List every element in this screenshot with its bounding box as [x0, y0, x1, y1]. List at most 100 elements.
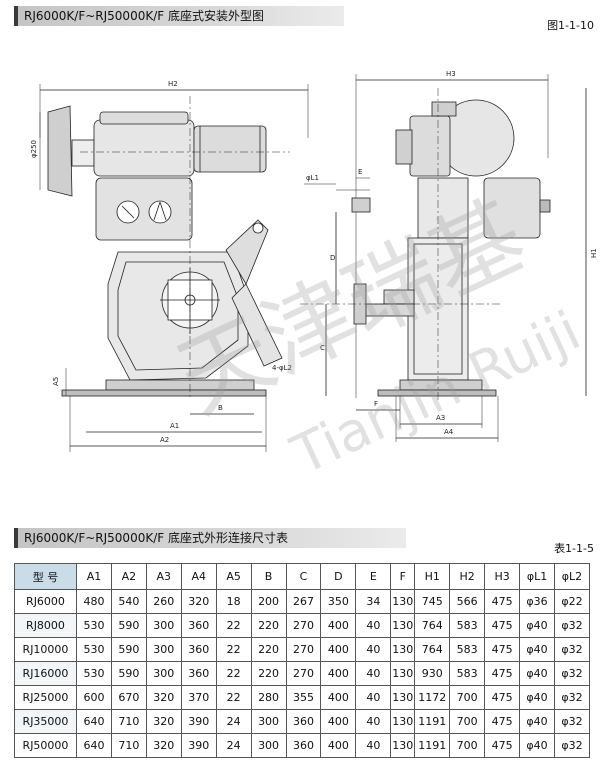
header-cell: A4	[180, 563, 217, 590]
table-cell: 590	[110, 613, 147, 638]
table-cell: 566	[449, 589, 486, 614]
label-h1: H1	[590, 248, 598, 258]
header-bar	[14, 528, 18, 548]
table-cell: 130	[390, 589, 416, 614]
table-cell: 24	[215, 709, 252, 734]
table-cell: 355	[285, 685, 322, 710]
header-cell: A1	[76, 563, 112, 590]
dimension-table: 型 号 A1 A2 A3 A4 A5 B C D E F H1 H2 H3 φL…	[14, 563, 591, 758]
table-cell: 640	[76, 709, 112, 734]
table-cell: 400	[320, 709, 357, 734]
table-cell: 1191	[414, 709, 451, 734]
table-cell: 475	[484, 733, 521, 758]
table-cell: 590	[110, 661, 147, 686]
table-cell: φ32	[553, 685, 591, 710]
label-l1: φL1	[306, 174, 319, 182]
header-cell: F	[390, 563, 416, 590]
table-cell: 670	[110, 685, 147, 710]
label-phi250: φ250	[30, 140, 38, 158]
table-cell: 300	[145, 637, 182, 662]
model-cell: RJ10000	[14, 637, 77, 662]
table-cell: 480	[76, 589, 112, 614]
table-cell: φ40	[519, 709, 555, 734]
table-cell: 475	[484, 613, 521, 638]
table-cell: 360	[180, 661, 217, 686]
table-cell: 600	[76, 685, 112, 710]
header-cell: D	[320, 563, 357, 590]
model-cell: RJ50000	[14, 733, 77, 758]
label-a3: A3	[436, 414, 445, 422]
header-cell: H1	[414, 563, 451, 590]
label-a4: A4	[444, 428, 454, 436]
table-cell: 220	[250, 637, 287, 662]
table-cell: 400	[320, 685, 357, 710]
table-cell: 40	[355, 685, 392, 710]
table-title: RJ6000K/F~RJ50000K/F 底座式外形连接尺寸表	[24, 531, 288, 545]
table-cell: 700	[449, 709, 486, 734]
table-cell: φ40	[519, 613, 555, 638]
table-cell: 22	[215, 613, 252, 638]
table-cell: 220	[250, 661, 287, 686]
table-cell: φ36	[519, 589, 555, 614]
section-header-drawing: RJ6000K/F~RJ50000K/F 底座式安装外型图	[14, 6, 344, 26]
header-cell: H3	[484, 563, 521, 590]
header-cell: B	[250, 563, 287, 590]
table-cell: 320	[145, 709, 182, 734]
table-cell: 360	[180, 613, 217, 638]
table-cell: 40	[355, 637, 392, 662]
table-cell: 130	[390, 637, 416, 662]
table-cell: 40	[355, 733, 392, 758]
table-cell: 1172	[414, 685, 451, 710]
table-cell: 300	[145, 661, 182, 686]
table-cell: 360	[180, 637, 217, 662]
table-cell: φ32	[553, 733, 591, 758]
label-f: F	[374, 400, 378, 408]
table-cell: φ32	[553, 613, 591, 638]
header-cell: 型 号	[14, 563, 77, 590]
header-cell: C	[285, 563, 322, 590]
table-cell: 320	[145, 733, 182, 758]
table-cell: 130	[390, 613, 416, 638]
table-cell: 22	[215, 685, 252, 710]
table-cell: 764	[414, 637, 451, 662]
table-cell: 475	[484, 589, 521, 614]
table-cell: 220	[250, 613, 287, 638]
model-cell: RJ25000	[14, 685, 77, 710]
label-h2: H2	[168, 80, 178, 88]
label-a1: A1	[170, 422, 179, 430]
table-cell: 320	[145, 685, 182, 710]
table-label: 表1-1-5	[554, 542, 594, 555]
label-b: B	[218, 404, 223, 412]
drawing-title: RJ6000K/F~RJ50000K/F 底座式安装外型图	[24, 9, 264, 23]
table-cell: 200	[250, 589, 287, 614]
table-cell: 1191	[414, 733, 451, 758]
label-c: C	[320, 344, 325, 352]
table-cell: 270	[285, 637, 322, 662]
table-cell: 34	[355, 589, 392, 614]
table-cell: 360	[285, 709, 322, 734]
table-cell: 300	[145, 613, 182, 638]
header-cell: H2	[449, 563, 486, 590]
table-cell: 40	[355, 661, 392, 686]
section-header-table: RJ6000K/F~RJ50000K/F 底座式外形连接尺寸表	[14, 528, 406, 548]
table-cell: 350	[320, 589, 357, 614]
label-a2: A2	[160, 436, 169, 444]
table-cell: 475	[484, 685, 521, 710]
table-cell: 400	[320, 733, 357, 758]
table-cell: 745	[414, 589, 451, 614]
table-cell: 40	[355, 613, 392, 638]
label-a5: A5	[52, 377, 60, 386]
header-cell: A5	[215, 563, 252, 590]
table-cell: 320	[180, 589, 217, 614]
table-cell: 540	[110, 589, 147, 614]
table-cell: φ32	[553, 637, 591, 662]
table-cell: 700	[449, 733, 486, 758]
table-cell: 18	[215, 589, 252, 614]
table-cell: 475	[484, 661, 521, 686]
